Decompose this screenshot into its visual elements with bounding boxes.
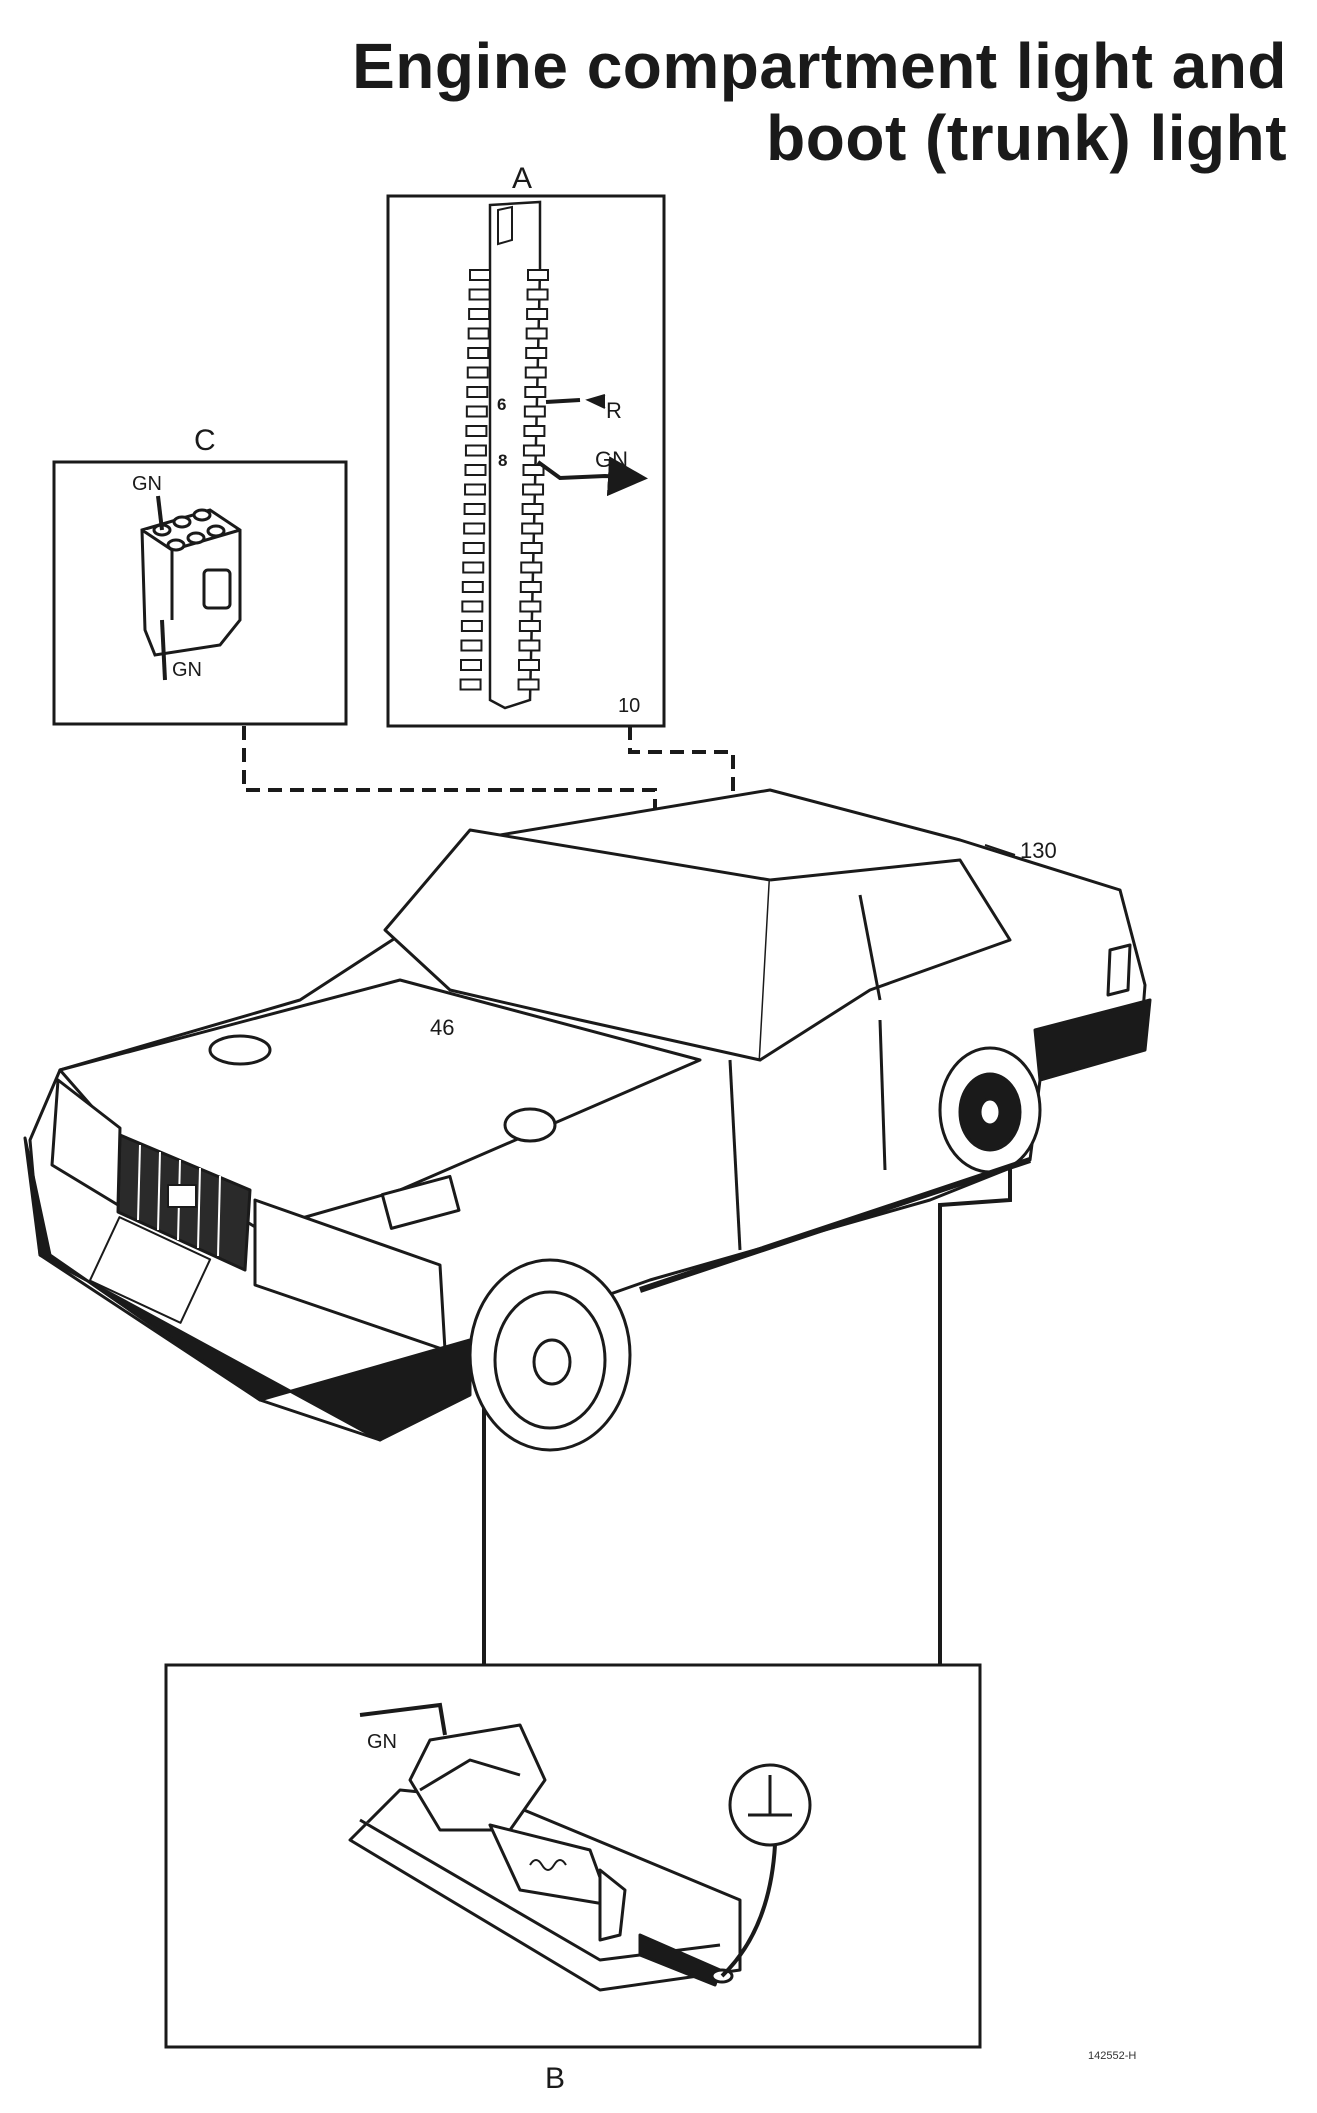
terminal-tab-left [461, 581, 484, 593]
terminal-tab-left [460, 620, 483, 632]
terminal-tab-right [526, 288, 549, 301]
terminal-tab-left [463, 522, 486, 535]
terminal-tab-right [522, 444, 545, 457]
terminal-tab-left [460, 639, 483, 652]
panel-c-label: C [194, 424, 216, 457]
terminal-tab-left [465, 425, 488, 437]
terminal-tab-right [518, 639, 541, 652]
car-ref-130: 130 [1020, 838, 1057, 863]
terminal-tab-right [518, 620, 541, 632]
car-ref-46: 46 [430, 1015, 454, 1040]
panel-b-label: B [545, 2062, 565, 2095]
wire-r-label: R [606, 398, 622, 423]
panel-a-corner-number: 10 [618, 695, 640, 717]
panel-b-frame [164, 1663, 982, 2049]
terminal-tab-left [460, 659, 482, 671]
panel-a: A 6 8 R GN 10 [386, 162, 666, 728]
terminal-tab-right [518, 659, 540, 671]
terminal-tab-left [468, 288, 491, 301]
panel-a-label: A [512, 162, 532, 195]
terminal-tab-left [461, 600, 484, 613]
terminal-tab-right [521, 522, 544, 535]
terminal-tab-right [525, 327, 548, 340]
terminal-tab-right [526, 308, 549, 320]
reference-code: 142552-H [1088, 2050, 1137, 2062]
lamp-unit [348, 1723, 742, 1992]
panel-b: B GN [164, 1663, 982, 2095]
panel-a-frame [386, 194, 666, 728]
wire-r [545, 398, 581, 404]
terminal-tab-right [523, 405, 546, 418]
terminal-tab-left [464, 444, 487, 457]
diagram-title: Engine compartment light and boot (trunk… [352, 30, 1287, 174]
terminal-tab-right [519, 600, 542, 613]
terminal-tab-right [517, 678, 540, 691]
terminal-tab-right [523, 425, 546, 437]
title-line-2: boot (trunk) light [766, 102, 1287, 174]
terminal-tab-right [527, 269, 549, 281]
terminal-tab-right [524, 386, 547, 398]
pin-8-label: 8 [498, 451, 507, 470]
title-line-1: Engine compartment light and [352, 30, 1287, 102]
panel-c-frame [52, 460, 348, 726]
panel-c: C GN GN [52, 424, 348, 726]
terminal-tab-left [462, 561, 485, 574]
wire-gn-b [359, 1702, 447, 1736]
wire-gn-a-label: GN [595, 447, 628, 472]
car-illustration [23, 788, 1152, 1452]
terminal-tab-right [522, 464, 545, 476]
terminal-tab-left [469, 269, 491, 281]
terminal-strip [459, 200, 549, 710]
terminal-tab-left [468, 308, 491, 320]
wire-gn-b-label: GN [367, 1731, 397, 1753]
terminal-tab-right [521, 503, 544, 515]
wire-gn-bottom-label: GN [172, 659, 202, 681]
terminal-tab-right [524, 366, 547, 379]
wire-gn-a [536, 456, 648, 497]
terminal-tab-left [462, 542, 485, 554]
terminal-tab-right [520, 542, 543, 554]
terminal-tab-right [522, 483, 545, 496]
ref-130-leader [984, 844, 1016, 856]
wire-gn-top-label: GN [132, 473, 162, 495]
terminal-tab-left [465, 405, 488, 418]
terminal-tab-left [463, 503, 486, 515]
pin-6-label: 6 [497, 395, 506, 414]
terminal-tab-left [466, 366, 489, 379]
ground-icon [720, 1763, 812, 1978]
terminal-tab-left [467, 327, 490, 340]
line-c-to-car [242, 726, 711, 1232]
terminal-tab-left [464, 483, 487, 496]
terminal-tab-right [519, 581, 542, 593]
terminal-tab-left [464, 464, 487, 476]
terminal-tab-right [520, 561, 543, 574]
arrow-r [585, 394, 606, 409]
terminal-tab-left [466, 386, 489, 398]
connector-block [140, 508, 242, 657]
terminal-tab-left [467, 347, 490, 359]
wire-gn-bottom [160, 619, 167, 681]
terminal-tab-right [525, 347, 548, 359]
terminal-tab-left [459, 678, 482, 691]
wire-gn-top [156, 495, 164, 531]
